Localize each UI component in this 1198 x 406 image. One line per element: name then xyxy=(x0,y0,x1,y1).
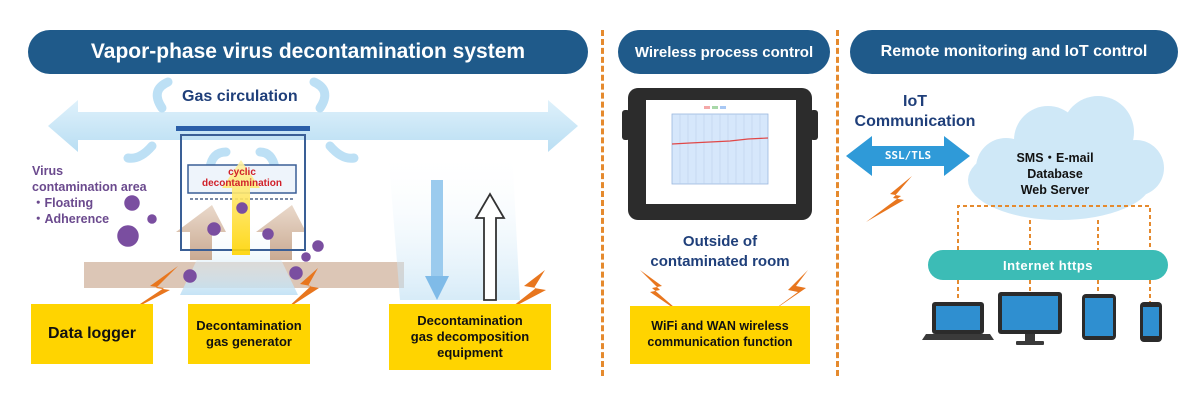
virus-area-line: ・Adherence xyxy=(32,212,110,226)
cyclic-label: cyclic decontamination xyxy=(188,167,296,189)
up-outline-arrow-icon xyxy=(474,192,506,301)
cloud-line: SMS・E-mail xyxy=(1016,151,1094,165)
decomposition-line: Decontamination xyxy=(417,312,523,328)
outside-room-label: Outside of contaminated room xyxy=(620,232,820,272)
phone-icon xyxy=(1140,302,1162,342)
cloud-icon xyxy=(968,96,1164,220)
iot-label: IoT Communication xyxy=(840,92,990,132)
virus-area-line: Virus xyxy=(32,164,64,178)
laptop-icon xyxy=(922,302,994,340)
wifi-line: WiFi and WAN wireless xyxy=(651,319,789,334)
decomposition-line: gas decomposition xyxy=(410,328,530,344)
up-arrow-icon xyxy=(176,205,226,260)
data-logger-label: Data logger xyxy=(47,325,136,342)
outside-line: contaminated room xyxy=(650,253,790,270)
lightning-icon xyxy=(128,176,912,314)
cloud-line: Database xyxy=(1027,167,1083,181)
ssl-label: SSL/TLS xyxy=(884,149,932,162)
divider-right xyxy=(836,30,839,376)
divider-left xyxy=(601,30,604,376)
remote-title: Remote monitoring and IoT control xyxy=(850,30,1178,74)
virus-icon xyxy=(117,195,324,283)
device-lines xyxy=(957,280,1151,302)
cloud-label: SMS・E-mail Database Web Server xyxy=(990,150,1120,198)
gas-circulation-arrow-icon xyxy=(48,100,578,152)
main-title: Vapor-phase virus decontamination system xyxy=(28,30,588,74)
generator-line: Decontamination xyxy=(196,317,302,333)
ssl-double-arrow-icon xyxy=(846,136,970,176)
flow-arrow-icon xyxy=(123,77,359,173)
cloud-line: Web Server xyxy=(1020,183,1090,197)
virus-area-label: Virus contamination area ・Floating ・Adhe… xyxy=(32,163,147,227)
up-arrow-icon xyxy=(256,205,306,260)
outside-line: Outside of xyxy=(682,233,758,250)
generator-box: Decontamination gas generator xyxy=(188,304,310,364)
connection-lines xyxy=(957,205,1151,250)
down-arrow-icon xyxy=(425,180,449,300)
wireless-title: Wireless process control xyxy=(618,30,830,74)
cyclic-line: cyclic xyxy=(228,167,256,178)
monitor-icon xyxy=(998,292,1062,345)
gas-circulation-label: Gas circulation xyxy=(182,88,298,105)
tablet-icon xyxy=(622,88,818,220)
internet-bar: Internet https xyxy=(928,250,1168,280)
spray-cone xyxy=(388,150,520,300)
virus-area-line: ・Floating xyxy=(32,196,94,210)
iot-line: IoT xyxy=(903,93,927,110)
iot-line: Communication xyxy=(854,113,976,130)
wifi-line: communication function xyxy=(647,335,793,349)
decomposition-line: equipment xyxy=(437,345,503,361)
generator-line: gas generator xyxy=(206,334,292,349)
data-logger-box: Data logger xyxy=(31,304,153,364)
tablet-device-icon xyxy=(1082,294,1116,340)
wifi-box: WiFi and WAN wireless communication func… xyxy=(630,306,810,364)
decomposition-box: Decontamination gas decomposition equipm… xyxy=(389,304,551,370)
internet-label: Internet https xyxy=(1002,257,1094,273)
cyclic-line: decontamination xyxy=(201,178,282,189)
virus-area-line: contamination area xyxy=(32,180,147,194)
